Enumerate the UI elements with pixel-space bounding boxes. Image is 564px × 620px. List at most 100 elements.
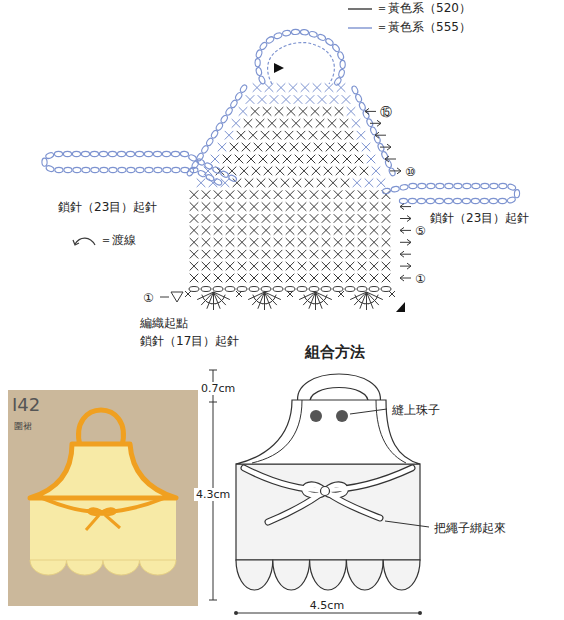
item-number: I42 <box>12 395 40 416</box>
single-crochet-symbol <box>305 179 314 188</box>
chain-stitch-symbol <box>255 49 263 58</box>
direction-arrow <box>370 123 381 124</box>
photo-scallop <box>30 560 67 575</box>
single-crochet-symbol <box>346 262 355 271</box>
single-crochet-symbol <box>338 143 347 152</box>
single-crochet-symbol <box>238 190 247 199</box>
chain-stitch-symbol <box>136 167 144 172</box>
single-crochet-symbol <box>294 95 303 104</box>
double-crochet-symbol <box>201 292 213 305</box>
single-crochet-symbol <box>262 274 271 283</box>
stitch-bar <box>223 295 225 300</box>
double-crochet-symbol <box>299 292 315 300</box>
single-crochet-symbol <box>335 107 344 116</box>
single-crochet-symbol <box>286 262 295 271</box>
single-crochet-symbol <box>259 155 268 164</box>
single-crochet-symbol <box>239 107 248 116</box>
direction-arrow <box>385 159 396 160</box>
stitch-bar <box>364 303 369 304</box>
single-crochet-symbol <box>370 190 379 199</box>
single-crochet-symbol <box>275 107 284 116</box>
double-crochet-symbol <box>265 292 272 309</box>
single-crochet-symbol <box>288 167 297 176</box>
chain-stitch-symbol <box>228 174 238 182</box>
single-crochet-symbol <box>202 226 211 235</box>
chain-stitch-symbol <box>366 118 374 128</box>
chain-stitch-symbol <box>309 31 318 38</box>
single-crochet-symbol <box>225 131 234 140</box>
stitch-bar <box>322 299 326 302</box>
start-triangle <box>274 63 284 73</box>
single-crochet-symbol <box>306 95 315 104</box>
single-crochet-symbol <box>317 179 326 188</box>
chain-stitch-symbol <box>91 167 99 172</box>
chain-stitch-symbol <box>225 287 235 292</box>
blue-yarn-parts <box>42 29 520 204</box>
row-direction-arrows <box>365 108 411 281</box>
scallop <box>346 560 383 590</box>
stitch-bar <box>373 299 377 302</box>
single-crochet-symbol <box>226 214 235 223</box>
single-crochet-symbol <box>286 214 295 223</box>
chain-stitch-symbol <box>399 198 407 203</box>
chain-stitch-symbol <box>153 151 161 156</box>
chain-note: 鎖針（23目）起針 <box>58 197 157 215</box>
single-crochet-symbol <box>245 179 254 188</box>
row-number: ⑮ <box>380 102 392 120</box>
chain-stitch-symbol <box>471 198 479 203</box>
single-crochet-symbol <box>283 155 292 164</box>
chain-stitch-symbol <box>205 174 215 182</box>
single-crochet-symbol <box>286 226 295 235</box>
chain-stitch-symbol <box>154 167 162 172</box>
row-number-text: ① <box>143 291 154 305</box>
dimension-line <box>236 613 420 614</box>
single-crochet-symbol <box>190 190 199 199</box>
single-crochet-symbol <box>355 155 364 164</box>
arrow-head <box>407 239 411 245</box>
single-crochet-symbol <box>240 167 249 176</box>
skirt <box>236 464 420 560</box>
legend-text: ＝黃色系（520） <box>376 2 471 16</box>
chain-stitch-symbol <box>126 151 134 156</box>
arrow-head <box>375 132 379 138</box>
chain-stitch-symbol <box>381 287 391 292</box>
callout-label-text: 縫上珠子 <box>392 403 440 417</box>
chain-stitch-symbol <box>388 167 396 177</box>
chain-stitch-symbol <box>338 69 345 78</box>
arrow-head <box>407 216 411 222</box>
chain-stitch-symbol <box>162 151 170 156</box>
stitch-bar <box>258 302 263 304</box>
single-crochet-symbol <box>226 274 235 283</box>
chain-stitch-symbol <box>100 167 108 172</box>
single-crochet-symbol <box>334 202 343 211</box>
double-crochet-symbol <box>367 292 379 305</box>
single-crochet-symbol <box>249 131 258 140</box>
guide-path <box>188 88 244 176</box>
single-crochet-symbol <box>226 226 235 235</box>
single-crochet-symbol <box>190 226 199 235</box>
single-crochet-symbol <box>202 250 211 259</box>
single-crochet-symbol <box>286 190 295 199</box>
single-crochet-symbol <box>286 274 295 283</box>
single-crochet-symbol <box>252 167 261 176</box>
chain-stitch-symbol <box>408 198 416 203</box>
single-crochet-symbol <box>298 202 307 211</box>
legend-text: ＝黃色系（555） <box>376 21 471 35</box>
tie-fill <box>268 493 322 522</box>
single-crochet-symbol <box>346 190 355 199</box>
single-crochet-grid <box>190 83 391 282</box>
chain-stitch-symbol <box>265 36 275 45</box>
single-crochet-symbol <box>262 190 271 199</box>
dimension-label: 0.7cm <box>199 378 237 396</box>
bead <box>310 410 322 422</box>
item-name-text: 圍裙 <box>14 421 32 431</box>
chain-note: 鎖針（23目）起針 <box>430 208 529 226</box>
chain-stitch-symbol <box>258 75 266 85</box>
chain-stitch-symbol <box>333 77 342 87</box>
single-crochet-symbol <box>310 202 319 211</box>
single-crochet-symbol <box>382 238 391 247</box>
chain-stitch-symbol <box>499 183 507 188</box>
dimension-end <box>234 611 238 615</box>
single-crochet-symbol <box>264 167 273 176</box>
single-crochet-symbol <box>310 190 319 199</box>
